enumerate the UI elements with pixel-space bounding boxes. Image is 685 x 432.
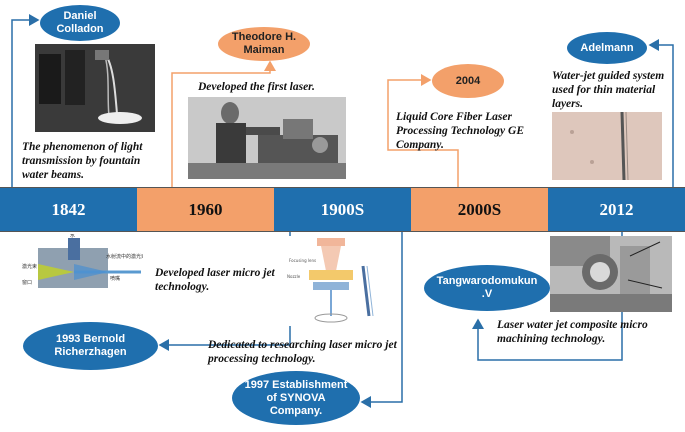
adelmann-photo: [552, 112, 662, 180]
svg-text:Nozzle: Nozzle: [287, 274, 301, 279]
svg-text:水射流中的激光束: 水射流中的激光束: [106, 253, 143, 260]
timeline-segment-2012: 2012: [548, 187, 685, 232]
event-synova-name: 1997 Establishment of SYNOVA Company.: [232, 371, 360, 425]
event-maiman-caption: Developed the first laser.: [198, 81, 315, 93]
event-colladon-name: Daniel Colladon: [40, 5, 120, 41]
connector-colladon: [11, 14, 40, 187]
timeline-segment-1900s: 1900S: [274, 187, 411, 232]
svg-text:激光束: 激光束: [22, 263, 37, 270]
connector-synova: [360, 232, 403, 408]
event-colladon-caption: The phenomenon of light transmission by …: [22, 141, 143, 181]
event-richerzhagen-caption: Developed laser micro jet technology.: [155, 267, 275, 293]
connector-maiman: [171, 60, 276, 187]
synova-diagram: Focusing lens Nozzle: [285, 236, 391, 326]
maiman-photo: [188, 97, 346, 179]
event-2004-caption: Liquid Core Fiber Laser Processing Techn…: [396, 111, 524, 151]
timeline-segment-1842: 1842: [0, 187, 137, 232]
timeline-segment-1960: 1960: [137, 187, 274, 232]
event-adelmann-caption: Water-jet guided system used for thin ma…: [552, 70, 665, 110]
event-synova-caption: Dedicated to researching laser micro jet…: [208, 339, 397, 365]
event-richerzhagen-name: 1993 Bernold Richerzhagen: [23, 322, 158, 370]
connector-2004: [387, 74, 459, 187]
event-maiman-name: Theodore H. Maiman: [218, 27, 310, 61]
svg-text:水: 水: [70, 234, 75, 239]
tangwarodomukun-photo: [550, 236, 672, 312]
svg-text:喷嘴: 喷嘴: [110, 275, 120, 282]
colladon-photo: [35, 44, 155, 132]
event-adelmann-name: Adelmann: [567, 32, 647, 64]
svg-text:窗口: 窗口: [22, 279, 32, 286]
connector-adelmann: [648, 39, 674, 187]
richerzhagen-diagram: 激光束 窗口 水射流中的激光束 喷嘴 水: [18, 234, 143, 296]
event-tangwarodomukun-caption: Laser water jet composite micro machinin…: [497, 319, 648, 345]
event-tangwarodomukun-name: Tangwarodomukun .V: [424, 265, 550, 311]
event-2004-name: 2004: [432, 64, 504, 98]
svg-text:Focusing lens: Focusing lens: [289, 258, 316, 263]
timeline-segment-2000s: 2000S: [411, 187, 548, 232]
